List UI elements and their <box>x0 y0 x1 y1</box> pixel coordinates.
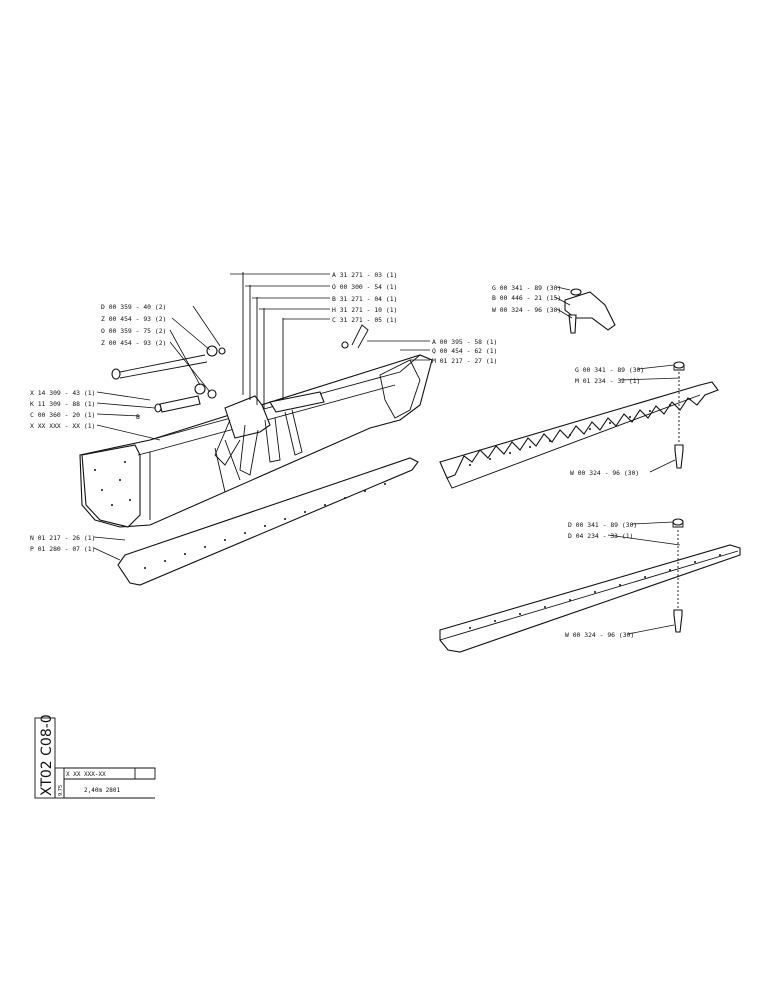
callout-x: X 14 309 - 43 (1) <box>30 389 95 397</box>
callout-w2: W 00 324 - 96 (30) <box>570 469 639 477</box>
callout-d4: D 04 234 - 33 (1) <box>568 532 633 540</box>
reference-code: X XX XXX-XX <box>66 771 106 778</box>
callout-h: H 31 271 - 10 (1) <box>332 306 397 314</box>
callout-a2: A 00 395 - 58 (1) <box>432 338 497 346</box>
blade-bolt <box>674 444 684 469</box>
title-block: XT02 C08-0 9.75 X XX XXX-XX 2,40m 2801 <box>34 714 156 799</box>
edge-nut <box>672 518 684 526</box>
drawing-code: XT02 C08-0 <box>39 714 55 796</box>
callout-d2: O 00 359 - 75 (2) <box>101 327 166 335</box>
bucket-linkage-bracket <box>224 395 271 439</box>
plain-edge-plate <box>439 544 741 653</box>
callout-b: B 31 271 - 04 (1) <box>332 295 397 303</box>
edge-bolt <box>673 609 683 633</box>
callout-b2: B 00 446 - 21 (15) <box>492 294 561 302</box>
bucket-assembly <box>79 272 433 586</box>
callout-g1: G 00 341 - 89 (30) <box>492 284 561 292</box>
callout-k: K 11 309 - 88 (1) <box>30 400 95 408</box>
bucket-end-plate <box>81 444 141 528</box>
tooth-adapter-body <box>564 291 616 331</box>
callout-w1: W 00 324 - 96 (30) <box>492 306 561 314</box>
callout-m2: M 01 234 - 32 (1) <box>575 377 640 385</box>
bucket-cutting-edge <box>117 457 419 586</box>
callout-labels: A 31 271 - 03 (1) O 00 300 - 54 (1) B 31… <box>30 271 644 639</box>
callout-z2: Z 00 454 - 93 (2) <box>101 339 166 347</box>
bucket-pin-shaft <box>269 391 325 413</box>
toothed-cutting-blade <box>439 361 719 489</box>
callout-a: A 31 271 - 03 (1) <box>332 271 397 279</box>
leader-lines <box>93 273 681 635</box>
callout-o-top: O 00 300 - 54 (1) <box>332 283 397 291</box>
callout-w3: W 00 324 - 96 (30) <box>565 631 634 639</box>
callout-d1: D 00 359 - 40 (2) <box>101 303 166 311</box>
part-description: 2,40m 2801 <box>84 787 121 794</box>
callout-m1: M 01 217 - 27 (1) <box>432 357 497 365</box>
blade-nut <box>673 361 685 369</box>
tooth-adapter <box>564 288 616 334</box>
callout-z1: Z 00 454 - 93 (2) <box>101 315 166 323</box>
callout-q: Q 00 454 - 62 (1) <box>432 347 497 355</box>
callout-c-top: C 31 271 - 05 (1) <box>332 316 397 324</box>
callout-d3: D 00 341 - 89 (30) <box>568 521 637 529</box>
plain-cutting-edge <box>439 518 741 653</box>
callout-g2: G 00 341 - 89 (30) <box>575 366 644 374</box>
callout-xx: X XX XXX - XX (1) <box>30 422 95 430</box>
callout-c2: C 00 360 - 20 (1) <box>30 411 95 419</box>
callout-small-mark: B <box>136 413 140 421</box>
callout-p: P 01 280 - 07 (1) <box>30 545 95 553</box>
callout-n: N 01 217 - 26 (1) <box>30 534 95 542</box>
sheet-number: 9.75 <box>58 785 64 796</box>
